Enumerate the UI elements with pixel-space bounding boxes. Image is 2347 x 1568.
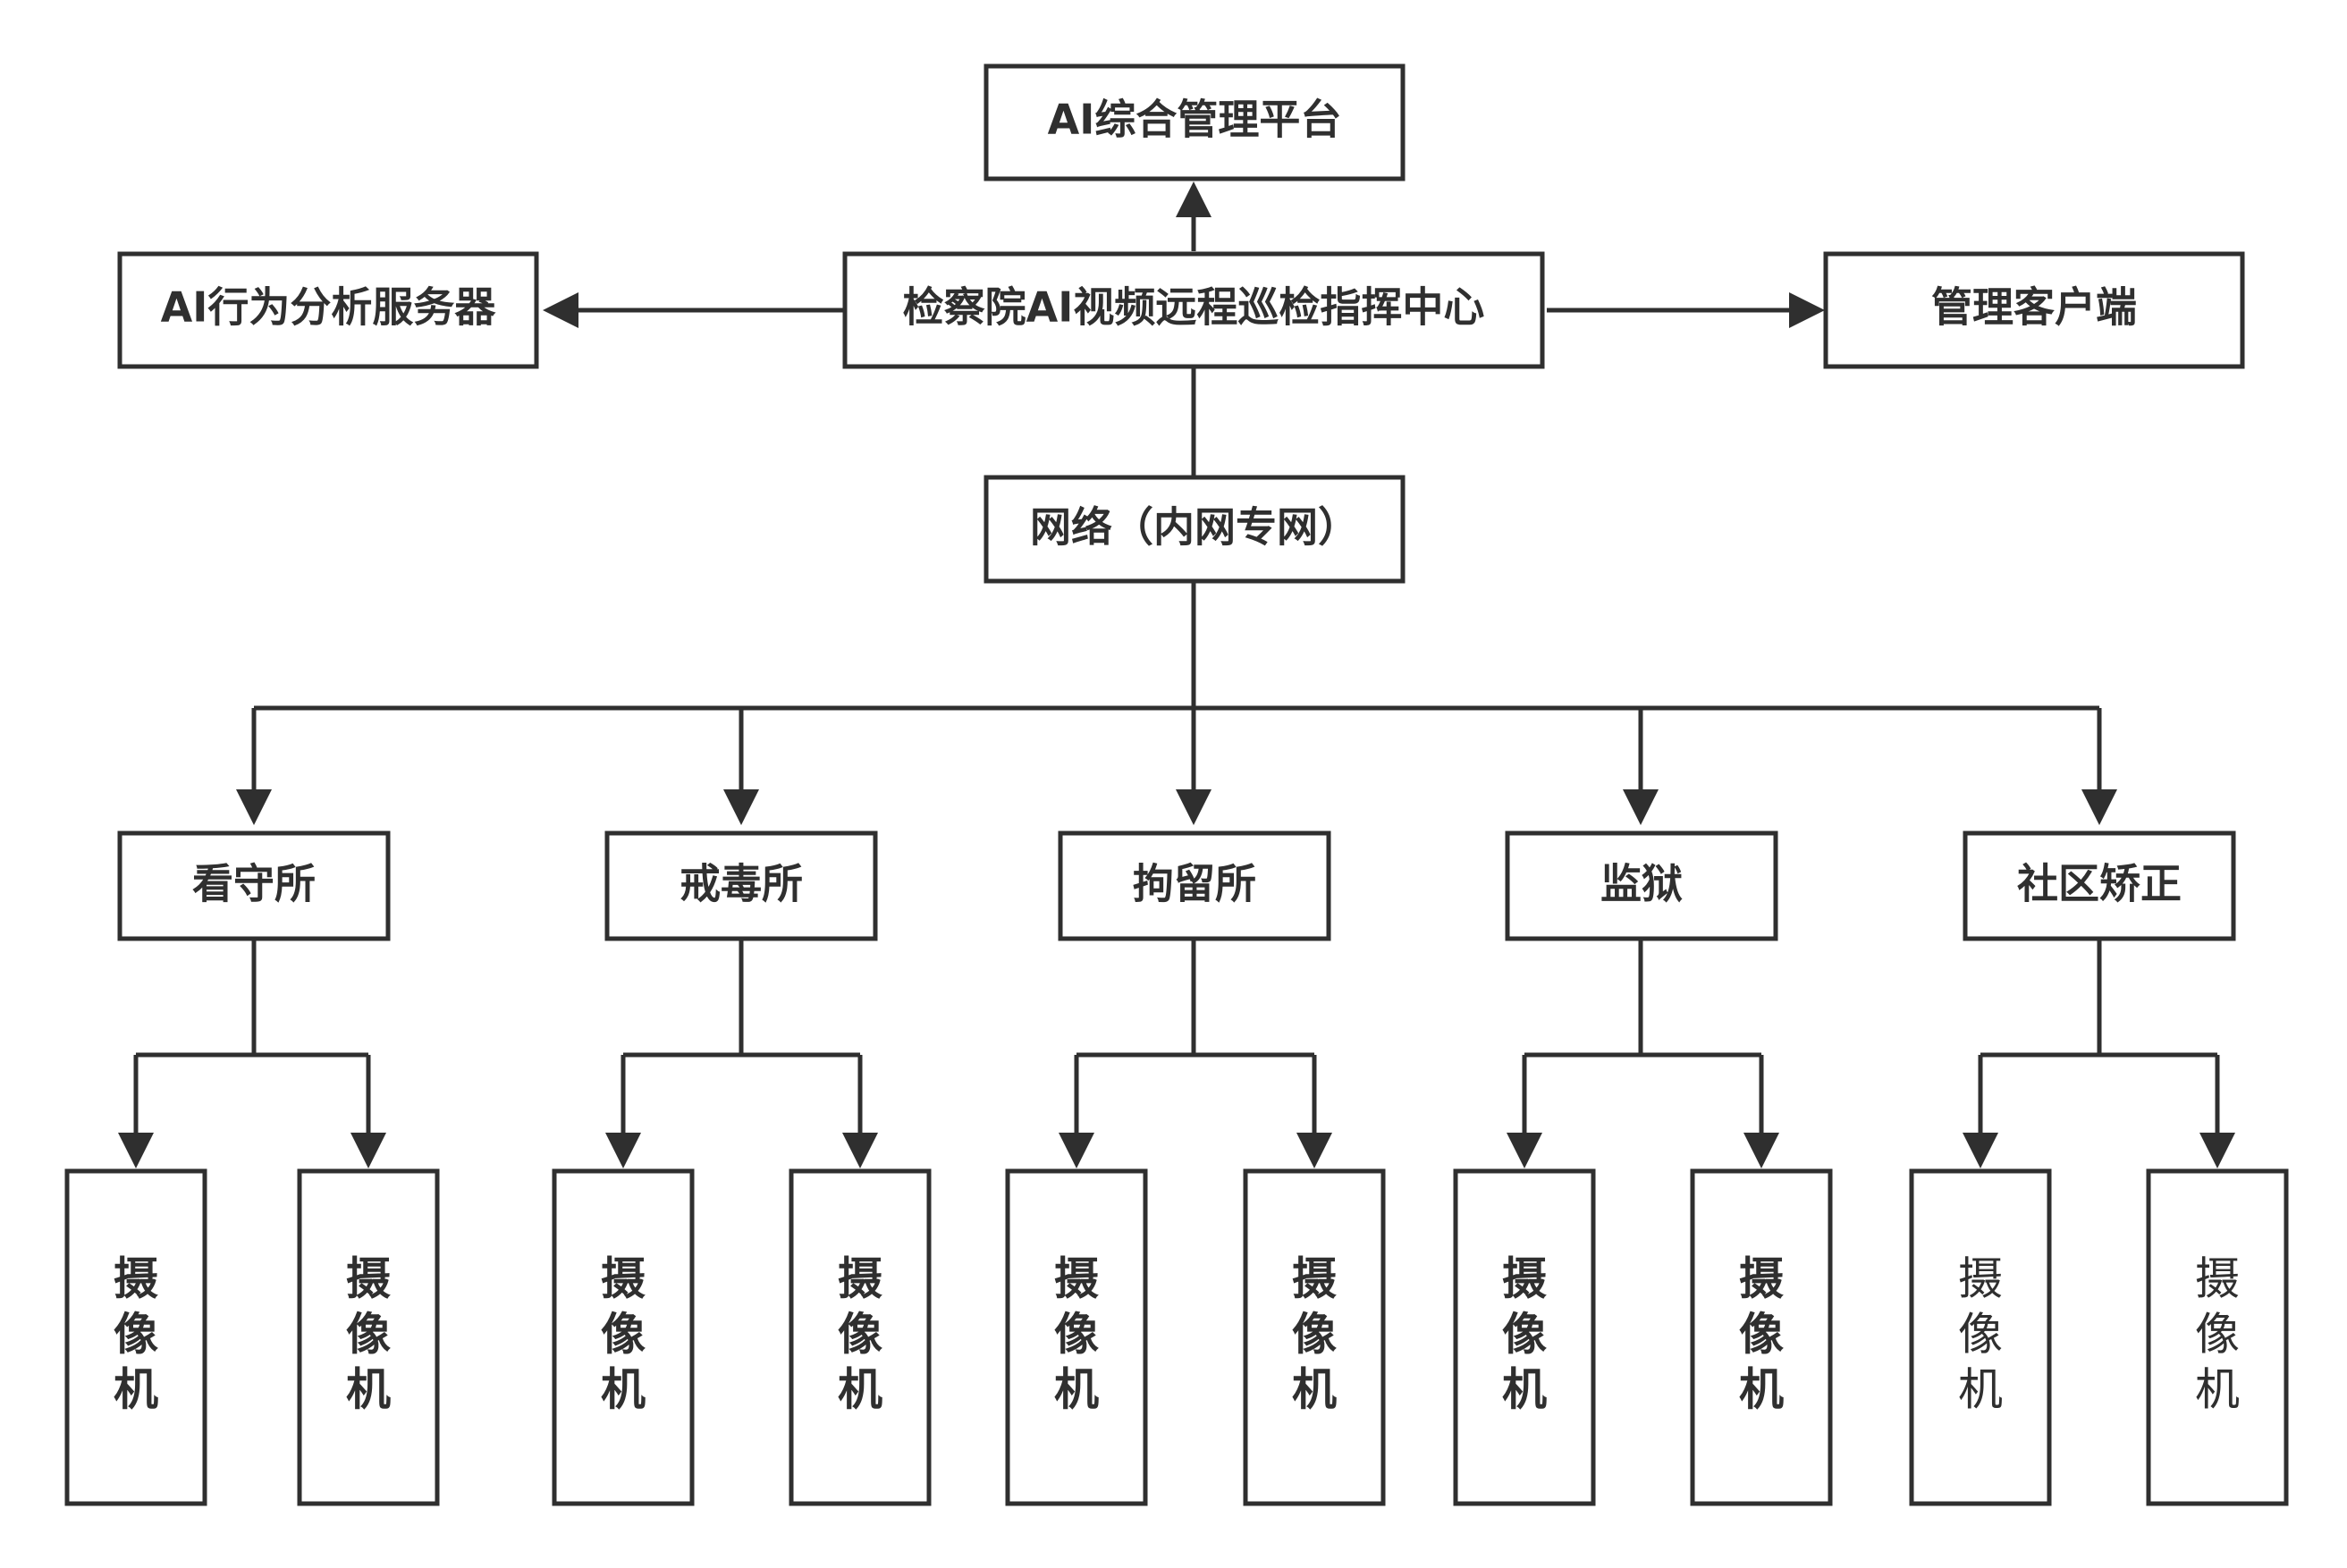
- camera-label: 摄像机: [601, 1253, 646, 1416]
- node-command-center: 检察院AI视频远程巡检指挥中心: [842, 251, 1545, 369]
- node-camera: 摄像机: [1690, 1168, 1833, 1506]
- node-label: 管理客户端: [1931, 283, 2137, 332]
- node-camera: 摄像机: [789, 1168, 932, 1506]
- node-label: 网络（内网专网）: [1030, 503, 1359, 552]
- node-label: 拘留所: [1133, 860, 1256, 908]
- camera-label: 摄像机: [838, 1253, 882, 1416]
- node-site-detention: 看守所: [117, 830, 391, 941]
- node-site-rehab: 戒毒所: [604, 830, 878, 941]
- node-camera: 摄像机: [1243, 1168, 1386, 1506]
- node-network: 网络（内网专网）: [984, 475, 1406, 584]
- node-mgmt-client: 管理客户端: [1823, 251, 2245, 369]
- camera-label: 摄像机: [1292, 1253, 1337, 1416]
- node-camera: 摄像机: [297, 1168, 440, 1506]
- node-camera: 摄像机: [2146, 1168, 2289, 1506]
- camera-label: 摄像机: [1958, 1253, 2003, 1416]
- node-camera: 摄像机: [1005, 1168, 1148, 1506]
- node-site-custody: 拘留所: [1058, 830, 1331, 941]
- node-label: 社区矫正: [2017, 860, 2182, 908]
- connector-lines: [118, 181, 2235, 1168]
- node-label: 检察院AI视频远程巡检指挥中心: [903, 283, 1485, 332]
- camera-label: 摄像机: [1054, 1253, 1099, 1416]
- node-label: AI综合管理平台: [1048, 96, 1342, 144]
- node-label: 戒毒所: [680, 860, 803, 908]
- camera-label: 摄像机: [346, 1253, 391, 1416]
- node-camera: 摄像机: [1909, 1168, 2052, 1506]
- camera-label: 摄像机: [1739, 1253, 1784, 1416]
- camera-label: 摄像机: [2195, 1253, 2240, 1416]
- node-camera: 摄像机: [64, 1168, 207, 1506]
- node-site-prison: 监狱: [1505, 830, 1778, 941]
- camera-label: 摄像机: [114, 1253, 158, 1416]
- node-analysis-server: AI行为分析服务器: [117, 251, 539, 369]
- node-label: AI行为分析服务器: [161, 283, 497, 332]
- node-camera: 摄像机: [1453, 1168, 1596, 1506]
- node-mgmt-platform: AI综合管理平台: [984, 63, 1406, 181]
- node-label: 监狱: [1600, 860, 1683, 908]
- camera-label: 摄像机: [1502, 1253, 1547, 1416]
- node-site-community: 社区矫正: [1963, 830, 2236, 941]
- diagram-nodes: AI综合管理平台 AI行为分析服务器 检察院AI视频远程巡检指挥中心 管理客户端…: [64, 63, 2289, 1506]
- node-label: 看守所: [192, 860, 316, 908]
- node-camera: 摄像机: [552, 1168, 695, 1506]
